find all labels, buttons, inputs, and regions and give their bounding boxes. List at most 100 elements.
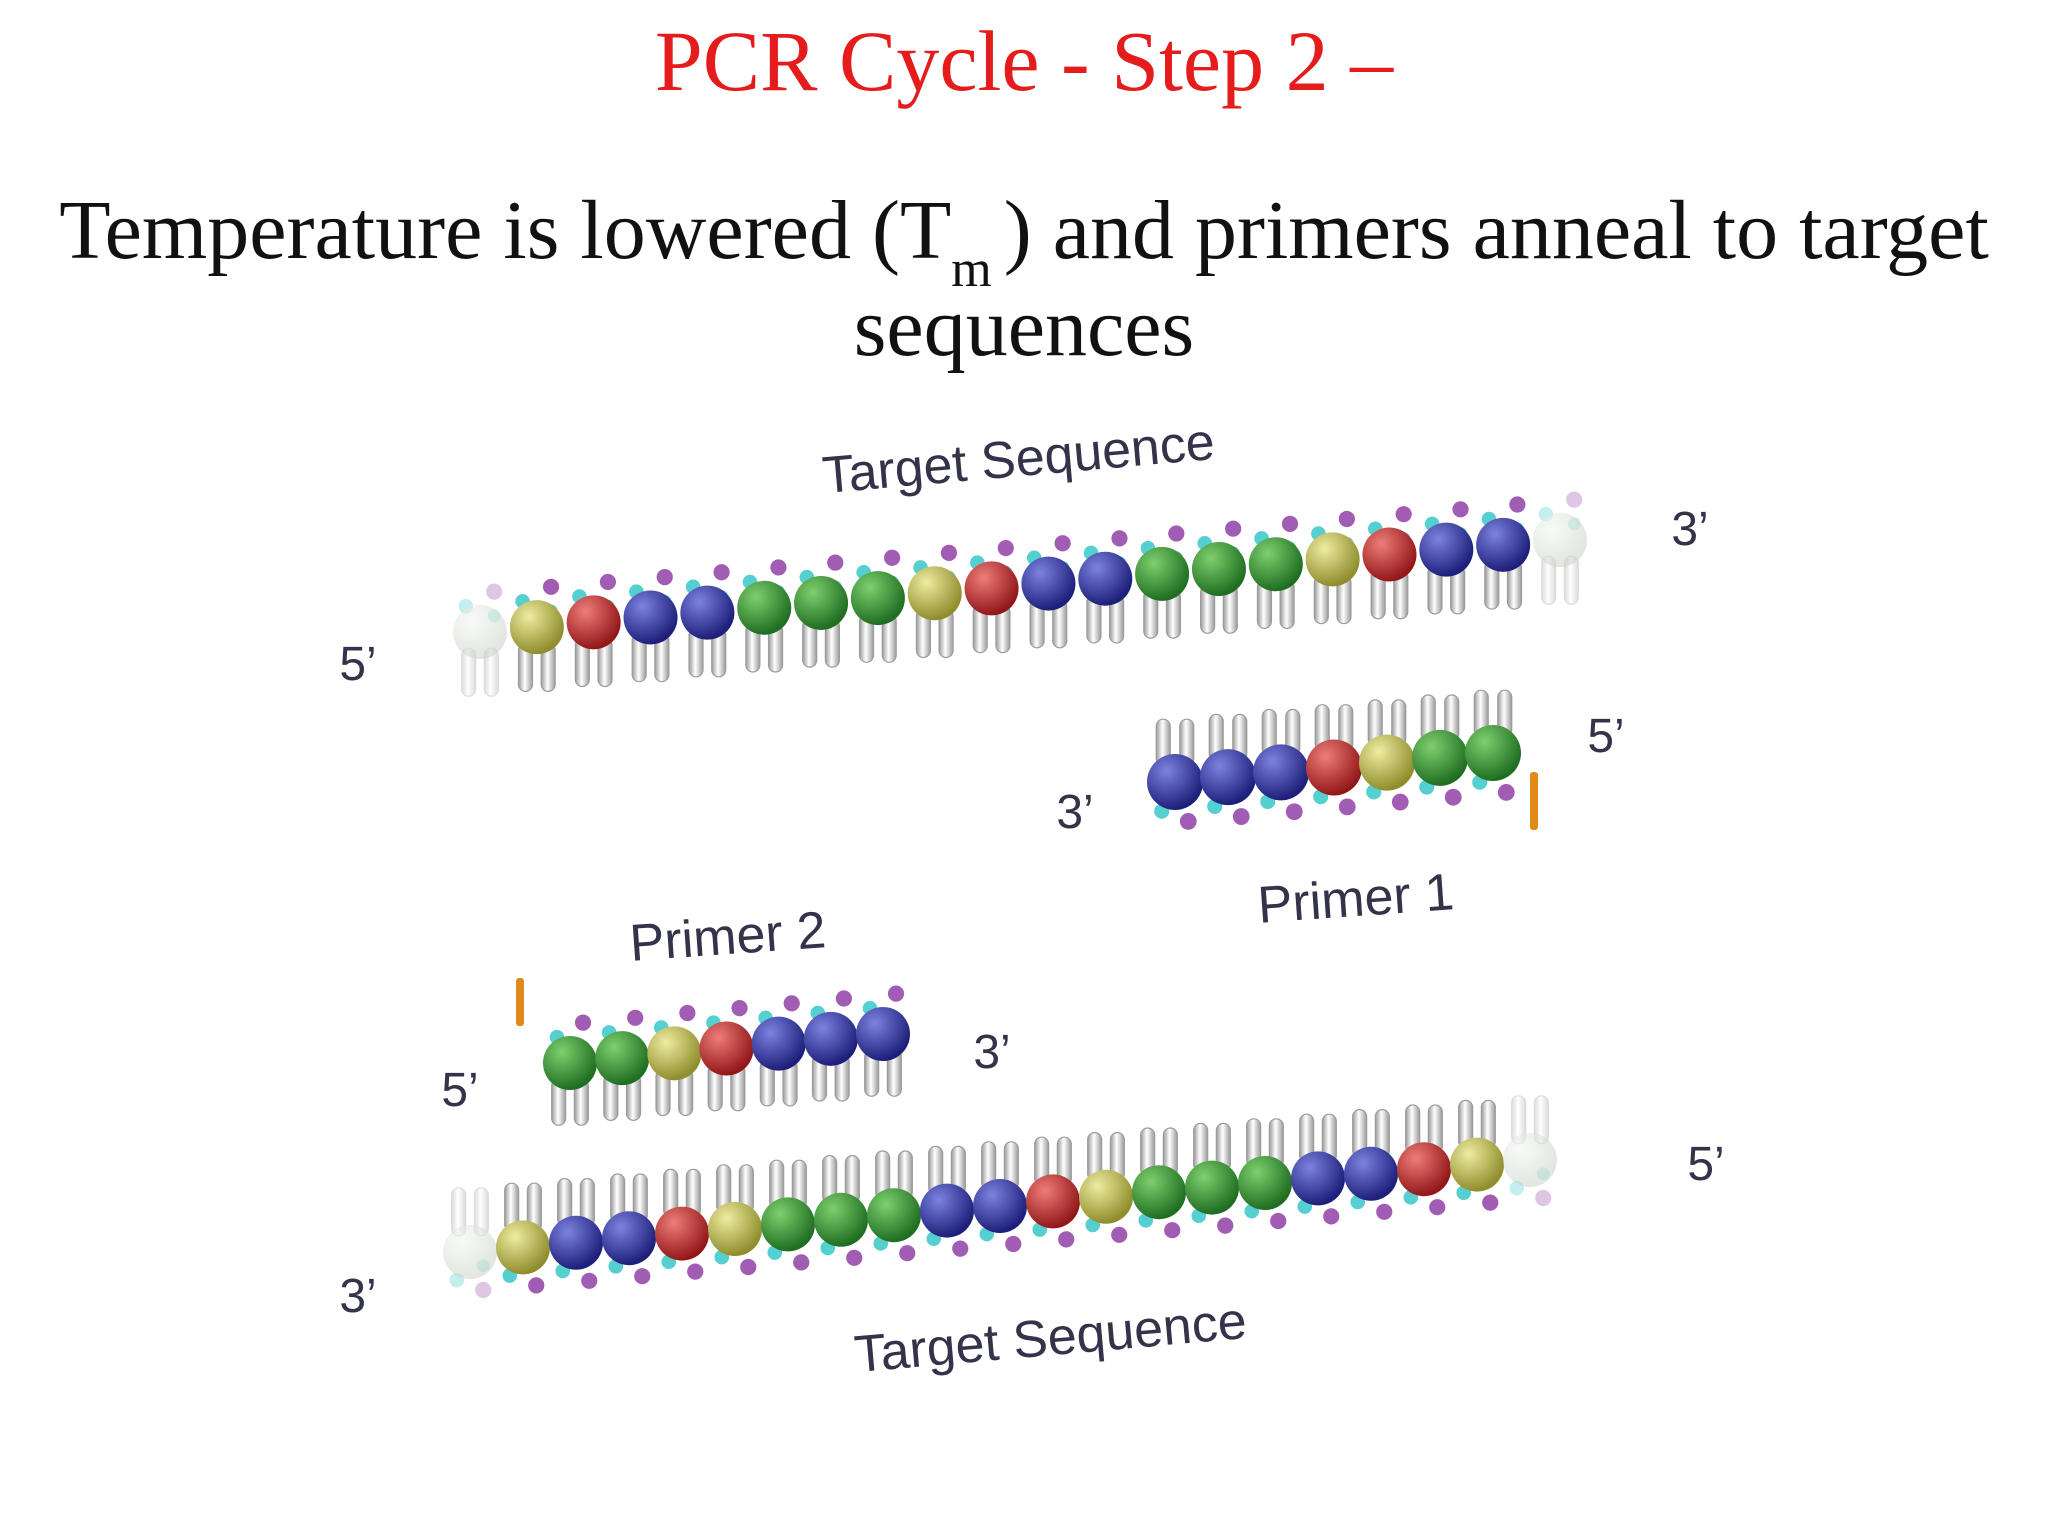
backbone-sugar — [1376, 1204, 1392, 1220]
backbone-sugar — [1111, 1227, 1127, 1243]
primer-end-tag — [516, 978, 524, 1026]
backbone-sugar — [952, 1241, 968, 1257]
nucleotide-red — [567, 595, 621, 649]
nucleotide-green — [851, 571, 905, 625]
nucleotide-green — [1412, 730, 1468, 786]
primer-2-label: Primer 2 — [628, 901, 828, 973]
nucleotide-blue — [602, 1211, 656, 1265]
backbone-sugar — [793, 1254, 809, 1270]
backbone-sugar — [687, 1264, 703, 1280]
top-target-strand — [453, 492, 1587, 697]
nucleotide-red — [965, 561, 1019, 615]
nucleotide-yellow — [647, 1026, 701, 1080]
nucleotide-faded — [453, 605, 507, 659]
backbone-sugar — [1509, 496, 1525, 512]
nucleotide-blue — [1200, 749, 1256, 805]
nucleotide-blue — [1291, 1151, 1345, 1205]
backbone-sugar — [1286, 803, 1303, 820]
backbone-sugar — [543, 579, 559, 595]
nucleotide-red — [1397, 1142, 1451, 1196]
backbone-sugar — [998, 540, 1014, 556]
nucleotide-green — [1465, 725, 1521, 781]
nucleotide-blue — [680, 586, 734, 640]
nucleotide-blue — [1147, 754, 1203, 810]
nucleotide-blue — [1021, 557, 1075, 611]
nucleotide-blue — [804, 1012, 858, 1066]
primer-1-strand — [1147, 690, 1538, 830]
nucleotide-blue — [1476, 518, 1530, 572]
nucleotide-blue — [973, 1179, 1027, 1233]
nucleotide-red — [1306, 740, 1362, 796]
backbone-sugar — [528, 1277, 544, 1293]
nucleotide-blue — [1078, 552, 1132, 606]
primer-1-label: Primer 1 — [1256, 863, 1456, 935]
nucleotide-green — [1132, 1165, 1186, 1219]
nucleotide-faded — [1503, 1133, 1557, 1187]
nucleotide-yellow — [1359, 735, 1415, 791]
nucleotide-green — [867, 1188, 921, 1242]
nucleotide-green — [595, 1031, 649, 1085]
bottom-target-strand — [443, 1096, 1557, 1298]
backbone-sugar — [713, 564, 729, 580]
backbone-sugar — [1270, 1213, 1286, 1229]
primer-2-right-end-label: 3’ — [973, 1026, 1010, 1079]
backbone-sugar — [1055, 535, 1071, 551]
nucleotide-green — [1238, 1156, 1292, 1210]
backbone-sugar — [899, 1245, 915, 1261]
backbone-sugar — [1339, 511, 1355, 527]
backbone-sugar — [1323, 1208, 1339, 1224]
nucleotide-green — [761, 1197, 815, 1251]
backbone-sugar — [1566, 492, 1582, 508]
backbone-sugar — [1225, 521, 1241, 537]
backbone-sugar — [770, 559, 786, 575]
nucleotide-red — [700, 1022, 754, 1076]
top-left-end-label: 5’ — [339, 638, 376, 691]
backbone-sugar — [1396, 506, 1412, 522]
backbone-sugar — [657, 569, 673, 585]
backbone-sugar — [1482, 1195, 1498, 1211]
backbone-sugar — [1535, 1190, 1551, 1206]
nucleotide-blue — [920, 1184, 974, 1238]
target-sequence-top-label: Target Sequence — [820, 413, 1217, 505]
nucleotide-red — [1026, 1174, 1080, 1228]
bottom-left-end-label: 3’ — [339, 1270, 376, 1323]
backbone-sugar — [1180, 813, 1197, 830]
backbone-sugar — [941, 545, 957, 561]
backbone-sugar — [475, 1282, 491, 1298]
backbone-sugar — [1339, 798, 1356, 815]
nucleotide-red — [1362, 528, 1416, 582]
nucleotide-blue — [1344, 1147, 1398, 1201]
nucleotide-green — [1249, 537, 1303, 591]
nucleotide-blue — [549, 1216, 603, 1270]
top-right-end-label: 3’ — [1671, 503, 1708, 556]
nucleotide-green — [794, 576, 848, 630]
backbone-sugar — [1164, 1222, 1180, 1238]
backbone-sugar — [827, 554, 843, 570]
backbone-sugar — [1282, 516, 1298, 532]
nucleotide-blue — [752, 1017, 806, 1071]
backbone-sugar — [581, 1273, 597, 1289]
backbone-sugar — [884, 550, 900, 566]
nucleotide-yellow — [708, 1202, 762, 1256]
backbone-sugar — [627, 1010, 643, 1026]
primer-end-tag — [1530, 772, 1538, 830]
nucleotide-yellow — [1450, 1138, 1504, 1192]
backbone-sugar — [1445, 789, 1462, 806]
nucleotide-blue — [856, 1007, 910, 1061]
backbone-sugar — [600, 574, 616, 590]
backbone-sugar — [1168, 525, 1184, 541]
primer-2-left-end-label: 5’ — [441, 1064, 478, 1117]
backbone-sugar — [731, 1000, 747, 1016]
backbone-sugar — [784, 995, 800, 1011]
bottom-right-end-label: 5’ — [1687, 1138, 1724, 1191]
nucleotide-yellow — [510, 600, 564, 654]
nucleotide-green — [1135, 547, 1189, 601]
backbone-sugar — [575, 1015, 591, 1031]
nucleotide-faded — [443, 1225, 497, 1279]
nucleotide-green — [1185, 1161, 1239, 1215]
nucleotide-green — [814, 1193, 868, 1247]
backbone-sugar — [1392, 794, 1409, 811]
backbone-sugar — [1452, 501, 1468, 517]
nucleotide-yellow — [1306, 532, 1360, 586]
